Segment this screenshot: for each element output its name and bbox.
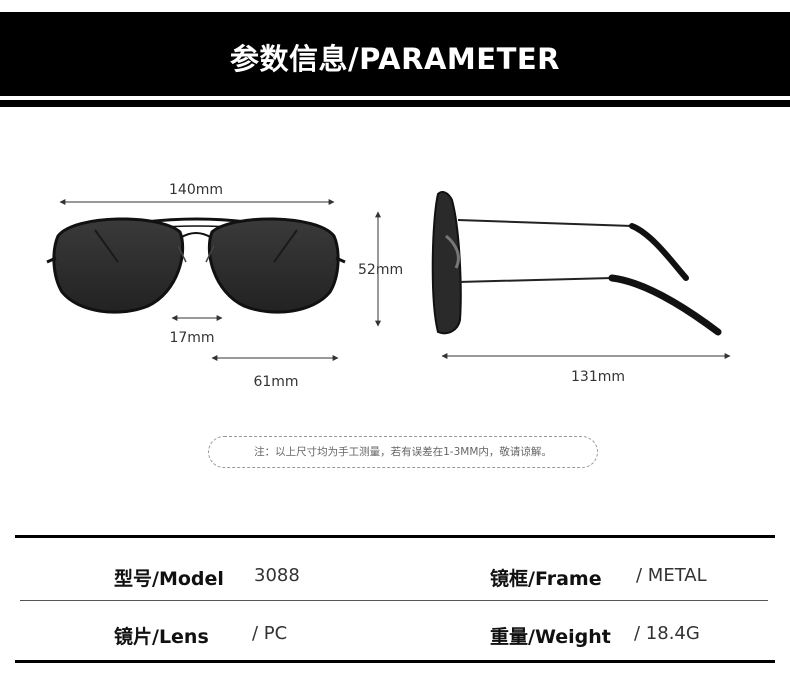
bridge-label: 17mm [169, 330, 214, 346]
left-lens [52, 217, 185, 314]
table-row-divider [20, 600, 768, 601]
page-title: 参数信息/PARAMETER [230, 42, 560, 76]
title-banner [0, 12, 790, 96]
temple-length-label: 131mm [571, 369, 625, 385]
measurement-note: 注：以上尺寸均为手工测量，若有误差在1-3MM内，敬请谅解。 [208, 436, 598, 468]
weight-value: / 18.4G [634, 623, 700, 644]
model-label: 型号/Model [114, 568, 224, 590]
total-width-label: 140mm [169, 182, 223, 198]
sunglasses-diagram: 140mm 17mm 61mm 52mm 131mm [46, 182, 731, 390]
lens-label: 镜片/Lens [114, 626, 209, 648]
table-bottom-rule [15, 660, 775, 663]
lens-height-label: 52mm [358, 262, 403, 278]
frame-value: / METAL [636, 565, 707, 586]
lens-width-label: 61mm [253, 374, 298, 390]
front-view [46, 217, 346, 314]
side-view [431, 191, 722, 336]
lens-value: / PC [252, 623, 288, 644]
side-lens [431, 191, 462, 335]
weight-label: 重量/Weight [490, 626, 611, 648]
banner-underline [0, 100, 790, 107]
model-value: 3088 [254, 565, 300, 586]
table-top-rule [15, 535, 775, 538]
right-lens [207, 217, 340, 314]
frame-label: 镜框/Frame [490, 568, 602, 590]
